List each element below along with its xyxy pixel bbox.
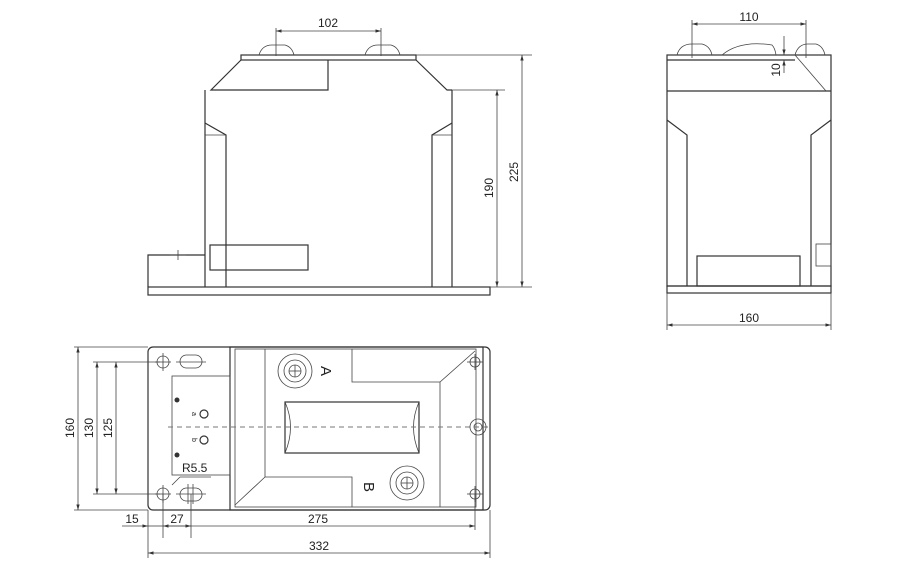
terminal-b-icon [389,465,425,501]
side-body [666,54,832,287]
secondary-terminal-b-icon [199,435,209,445]
side-terminal-right-icon [794,43,826,56]
front-nameplate [209,244,309,271]
front-view: 102 190 225 [147,16,532,296]
side-view: 110 10 160 [666,10,832,330]
secondary-a-label: a [190,412,197,416]
dim-225: 225 [507,162,521,182]
dim-102: 102 [318,16,338,30]
dim-275: 275 [308,512,328,526]
front-base-plate [147,286,491,296]
dim-190: 190 [482,178,496,198]
secondary-terminal-a-icon [199,409,209,419]
hole-radius-label: R5.5 [182,461,208,475]
terminal-a-icon [258,44,295,56]
side-terminal-left-icon [676,43,713,56]
dim-130: 130 [82,418,96,438]
secondary-terminal-board [171,375,231,476]
plan-body-outline [229,346,484,511]
side-dome-icon [721,43,777,56]
front-flange [147,254,205,287]
dim-15: 15 [125,512,139,526]
terminal-b-icon [364,44,401,56]
dim-110: 110 [739,10,758,24]
side-base-plate [666,285,832,294]
terminal-b-label: B [360,482,377,492]
dim-160-plan: 160 [63,418,77,438]
terminal-a-label: A [317,366,334,376]
dim-27: 27 [170,512,184,526]
dim-10: 10 [769,63,783,77]
dim-125: 125 [101,418,115,438]
dim-332: 332 [309,539,329,553]
front-top-cap [240,54,417,61]
side-nameplate [696,255,801,287]
terminal-a-icon [277,353,313,389]
dim-160-side: 160 [739,311,759,325]
secondary-b-label: b [190,438,197,442]
plan-view: A B a b R5.5 [63,346,492,558]
